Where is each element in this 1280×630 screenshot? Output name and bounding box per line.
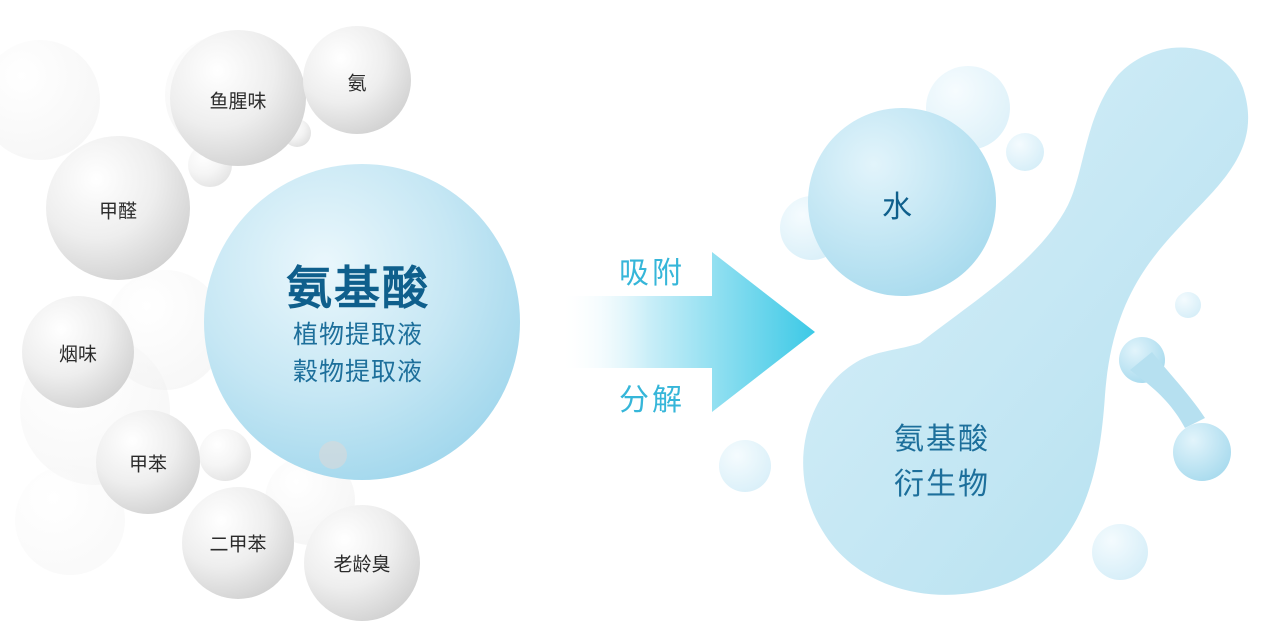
sphere-aging-odor	[304, 505, 420, 621]
adsorb-decompose-arrow	[560, 252, 815, 412]
derivative-label-line-1: 氨基酸	[894, 422, 990, 457]
label-toluene: 甲苯	[128, 453, 168, 476]
derivative-blob	[803, 47, 1249, 595]
arrow-label-decompose: 分解	[619, 383, 685, 418]
central-line-2: 穀物提取液	[292, 357, 424, 386]
central-title: 氨基酸	[286, 261, 430, 315]
label-aging-odor: 老龄臭	[333, 553, 391, 576]
label-fishy: 鱼腥味	[209, 90, 267, 113]
odor-spheres	[22, 26, 420, 621]
label-ammonia: 氨	[347, 72, 367, 95]
sphere-ammonia	[303, 26, 411, 134]
label-smoke: 烟味	[58, 343, 98, 366]
label-formaldehyde: 甲醛	[98, 200, 138, 223]
sphere-smoke	[22, 296, 134, 408]
amino-acid-sphere	[204, 164, 520, 480]
sphere-toluene	[96, 410, 200, 514]
arrow-label-adsorb: 吸附	[619, 256, 685, 291]
water-sphere	[808, 108, 996, 296]
droplet-pair	[1119, 337, 1231, 481]
water-label: 水	[882, 190, 912, 225]
label-xylene: 二甲苯	[209, 533, 267, 556]
central-line-1: 植物提取液	[292, 320, 424, 349]
derivative-label-line-2: 衍生物	[894, 467, 990, 502]
sphere-fishy	[170, 30, 306, 166]
sphere-formaldehyde	[46, 136, 190, 280]
sphere-xylene	[182, 487, 294, 599]
